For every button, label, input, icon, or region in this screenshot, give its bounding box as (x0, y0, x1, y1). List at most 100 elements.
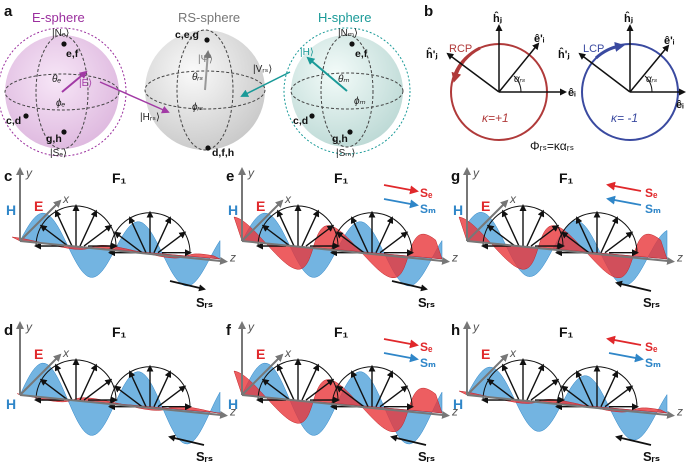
x-axis (19, 353, 62, 396)
f1-field-arrow (157, 385, 187, 408)
se-label: Sₑ (420, 340, 433, 354)
h-phi-label: ϕₘ (354, 96, 366, 107)
f1-field-arrow (526, 363, 545, 401)
e-field-label: E (256, 346, 265, 362)
y-axis-label: y (25, 166, 33, 180)
srs-label: Sᵣₛ (643, 449, 660, 464)
rcp-h-j-prime-label: ĥ'ⱼ (426, 47, 438, 61)
e-sphere-pt-bottom-label: g,h (46, 133, 62, 145)
sm-arrow (383, 198, 419, 209)
f1-field-arrow (575, 370, 594, 407)
rs-sphere-equator (144, 70, 266, 110)
rs-psi-ket: |Ψ⟩ (198, 54, 213, 65)
rs-sphere-point-bottom (205, 145, 211, 151)
sm-label: Sₘ (420, 356, 436, 370)
h-to-rs-connector (240, 71, 291, 97)
f1-field-arrow (261, 224, 291, 247)
f1-field-arrow (501, 363, 520, 401)
h-sphere-equator (290, 72, 404, 110)
h-sphere-meridian (320, 34, 374, 148)
h-sphere-pt-left-label: c,d (293, 115, 308, 127)
sm-label: Sₘ (645, 202, 661, 216)
f1-field-arrow (575, 216, 594, 253)
h-state-ket: |H⟩ (300, 47, 314, 58)
rs-sphere-meridian (176, 29, 234, 151)
y-axis-label: y (472, 166, 480, 180)
se-arrow (606, 335, 642, 346)
lcp-alpha-arc (644, 75, 653, 93)
rs-theta-label: θᵣₛ (192, 72, 203, 83)
sm-label: Sₘ (645, 356, 661, 370)
rcp-e-i-prime (498, 42, 540, 93)
e-sphere-meridian (35, 34, 89, 150)
se-arrow (383, 184, 419, 195)
lcp-e-i-prime-label: ê'ᵢ (664, 35, 675, 47)
f1-field-arrow (157, 231, 187, 254)
panel-label-h: h (451, 322, 460, 339)
srs-arrow (615, 280, 652, 292)
srs-label: Sᵣₛ (418, 449, 435, 464)
h-field-label: H (6, 202, 16, 218)
h-field-label: H (228, 396, 238, 412)
f1-field-arrow (335, 385, 365, 408)
y-axis-label: y (247, 320, 255, 334)
h-sphere-point-top (349, 41, 355, 47)
x-axis (466, 353, 509, 396)
lcp-label: LCP (583, 43, 604, 55)
f1-field-arrow (604, 385, 634, 408)
lcp-h-j-label: ĥⱼ (624, 11, 633, 25)
srs-label: Sᵣₛ (643, 295, 660, 310)
z-axis-label: z (229, 405, 236, 419)
e-field-label: E (34, 346, 43, 362)
e-sphere-outer-ring (0, 27, 127, 157)
panel-b: b ĥⱼ êᵢ ê'ᵢ ĥ'ⱼ αᵣₛ RCP κ=+1 (424, 3, 686, 153)
rs-sphere: RS-sphere |Ψ⟩ |Hᵣₛ⟩ |Vᵣₛ⟩ c,e,g d,f,h θᵣ… (140, 10, 272, 159)
sm-arrow (606, 195, 642, 206)
panel-label-b: b (424, 3, 433, 20)
rs-pt-top-label: c,e,g (175, 29, 199, 41)
f1-field-arrow (79, 363, 98, 401)
e-sphere: E-sphere |Nₑ⟩ |Sₑ⟩ |E⟩ e,f c,d g,h θₑ ϕₑ (0, 10, 127, 159)
rs-state-arrow (203, 50, 212, 91)
f1-field-arrow (113, 231, 143, 254)
f1-field-arrow (54, 209, 73, 247)
x-axis-label: x (509, 346, 517, 360)
f1-field-arrow (39, 378, 69, 401)
se-label: Sₑ (420, 186, 433, 200)
h-sphere-outer-ring (283, 27, 411, 155)
x-axis-label: x (284, 346, 292, 360)
panel-label-c: c (4, 168, 12, 185)
srs-label: Sᵣₛ (418, 295, 435, 310)
rcp-h-j-prime (446, 52, 500, 93)
rs-sphere-title: RS-sphere (178, 10, 240, 25)
x-axis (241, 353, 284, 396)
f1-field-arrow (530, 224, 560, 247)
f1-field-arrow (153, 216, 172, 253)
sm-label: Sₘ (420, 202, 436, 216)
f1-field-arrow (604, 231, 634, 254)
phase-formula: Φᵣₛ=καᵣₛ (530, 139, 574, 153)
e-sphere-pt-top-label: e,f (66, 48, 79, 60)
f1-field-arrow (276, 363, 295, 401)
e-phi-label: ϕₑ (56, 98, 66, 109)
f1-field-arrow (560, 385, 590, 408)
f1-field-arrow (560, 231, 590, 254)
f1-field-arrow (305, 224, 335, 247)
rcp-h-j-label: ĥⱼ (493, 11, 502, 25)
lcp-h-j-prime (578, 52, 631, 93)
e-state-ket: |E⟩ (79, 78, 92, 89)
h-sphere-title: H-sphere (318, 10, 371, 25)
y-axis-label: y (25, 320, 33, 334)
lcp-rotation-arrow (594, 41, 625, 60)
h-sphere-point-bottom (347, 129, 353, 135)
f1-label: F₁ (334, 324, 349, 340)
x-axis-label: x (62, 192, 70, 206)
f1-field-arrow (83, 378, 113, 401)
f1-field-arrow (350, 370, 369, 407)
lcp-h-j-prime-label: ĥ'ⱼ (558, 47, 570, 61)
y-axis-label: y (472, 320, 480, 334)
